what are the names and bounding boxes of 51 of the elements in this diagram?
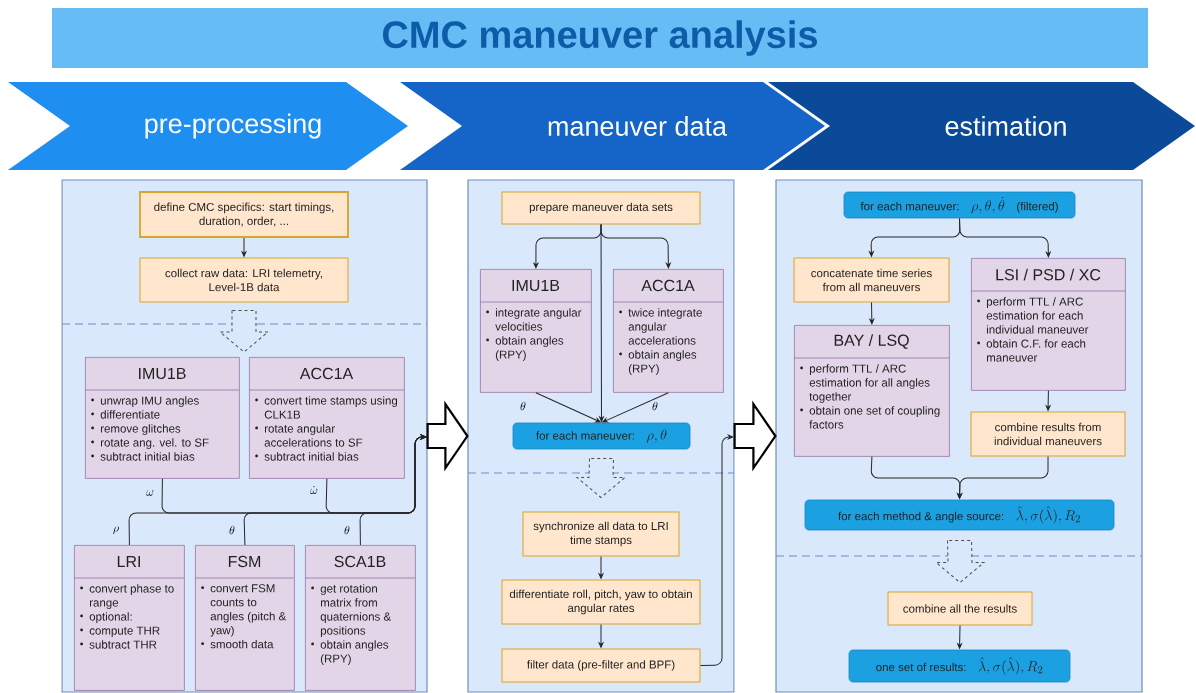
process-box: concatenate time series from all maneuvers: [793, 257, 950, 303]
chevron-banner: pre-processing: [8, 82, 408, 170]
arrow: [700, 434, 734, 666]
data-source-card: SCA1B get rotation matrix from quaternions & positions obtain angles (RPY): [304, 545, 416, 691]
data-source-card: ACC1A convert time stamps using CLK1B rotate angular accelerations to SF subtract initial bias: [248, 357, 405, 479]
process-box: differentiate roll, pitch, yaw to obtain angular rates: [501, 579, 701, 625]
data-source-card: BAY / LSQ perform TTL / ARC estimation for all angles together obtain one set of coupling factors: [793, 325, 950, 457]
arrow: [600, 224, 671, 269]
process-box: define CMC specifics: start timings, duration, order, ...: [139, 191, 349, 238]
dashed-hollow-arrow: [576, 457, 626, 498]
arrow: [959, 217, 1051, 258]
arrow: [241, 237, 247, 257]
edge-label: $\theta$: [228, 524, 236, 536]
data-source-card: IMU1B integrate angular velocities obtain angles (RPY): [479, 269, 592, 393]
result-box: one set of results: $\hat{\lambda}, \sigma(\hat{\lambda}), R_2$: [848, 649, 1071, 683]
edge-label: $\omega$: [145, 489, 155, 497]
hollow-arrow: [733, 400, 777, 472]
arrow: [1045, 390, 1051, 411]
edge-label: $\rho$: [111, 525, 121, 535]
data-source-card: FSM convert FSM counts to angles (pitch & yaw) smooth data: [194, 545, 295, 691]
data-source-card: ACC1A twice integrate angular accelerations obtain angles (RPY): [612, 269, 724, 393]
arrow: [602, 392, 669, 423]
arrow: [598, 624, 604, 648]
process-box: prepare maneuver data sets: [501, 191, 701, 225]
edge-label: $\dot{\omega}$: [309, 485, 319, 495]
hollow-arrow: [426, 400, 469, 472]
arrow: [598, 556, 604, 579]
edge-label: $\theta$: [519, 400, 527, 412]
process-box: collect raw data: LRI telemetry, Level-1B data: [139, 257, 349, 303]
result-box: for each maneuver: $\rho, \theta, \dot{\theta}$ (filtered): [843, 191, 1076, 219]
dashed-hollow-arrow: [935, 539, 985, 583]
process-box: filter data (pre-filter and BPF): [501, 648, 701, 683]
arrow: [957, 456, 1049, 499]
data-source-card: IMU1B unwrap IMU angles differentiate remove glitches rotate ang. vel. to SF subtract initial bias: [84, 357, 240, 479]
process-box: combine all the results: [887, 591, 1033, 626]
chevron-banner: estimation: [768, 82, 1195, 170]
data-source-card: LRI convert phase to range optional: compute THR subtract THR: [73, 545, 185, 691]
arrow: [359, 434, 427, 546]
arrow: [535, 392, 601, 423]
dashed-hollow-arrow: [219, 310, 269, 353]
arrow: [869, 302, 875, 325]
result-box: for each maneuver: $\rho, \theta$: [512, 422, 691, 450]
edge-label: $\theta$: [343, 524, 351, 536]
title-banner: CMC maneuver analysis: [52, 8, 1148, 68]
chevron-banner: maneuver data: [400, 82, 825, 170]
arrow: [957, 625, 962, 649]
edge-label: $\theta$: [651, 400, 659, 412]
data-source-card: LSI / PSD / XC perform TTL / ARC estimation for each individual maneuver obtain C.F. for each maneuver: [970, 258, 1126, 391]
process-box: combine results from individual maneuvers: [970, 411, 1126, 457]
process-box: synchronize all data to LRI time stamps: [522, 511, 680, 557]
result-box: for each method & angle source: $\hat{\lambda}, \sigma(\hat{\lambda}), R_2$: [804, 499, 1115, 531]
